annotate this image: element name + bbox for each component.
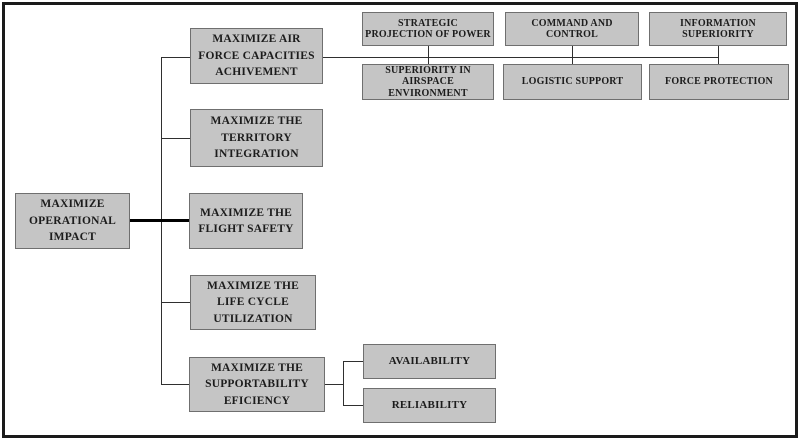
connector-stub-availability [343, 361, 363, 362]
connector-branch-air-force [161, 57, 190, 58]
connector-supportability-out [325, 384, 343, 385]
connector-supportability-split [343, 361, 344, 406]
node-strategic-projection-of-power: STRATEGIC PROJECTION OF POWER [362, 12, 494, 46]
node-logistic-support: LOGISTIC SUPPORT [503, 64, 642, 100]
connector-branch-supportability [161, 384, 189, 385]
node-maximize-air-force-capacities: MAXIMIZE AIR FORCE CAPACITIES ACHIVEMENT [190, 28, 323, 84]
node-information-superiority: INFORMATION SUPERIORITY [649, 12, 787, 46]
node-maximize-supportability-eficiency: MAXIMIZE THE SUPPORTABILITY EFICIENCY [189, 357, 325, 412]
node-superiority-in-airspace: SUPERIORITY IN AIRSPACE ENVIRONMENT [362, 64, 494, 100]
connector-stub-command [572, 46, 573, 64]
connector-branch-territory [161, 138, 190, 139]
node-maximize-flight-safety: MAXIMIZE THE FLIGHT SAFETY [189, 193, 303, 249]
connector-branch-flight-safety [130, 219, 190, 222]
connector-stub-information [718, 46, 719, 64]
node-maximize-operational-impact: MAXIMIZE OPERATIONAL IMPACT [15, 193, 130, 249]
connector-stub-strategic [428, 46, 429, 64]
node-maximize-territory-integration: MAXIMIZE THE TERRITORY INTEGRATION [190, 109, 323, 167]
connector-stub-reliability [343, 405, 363, 406]
node-maximize-life-cycle-utilization: MAXIMIZE THE LIFE CYCLE UTILIZATION [190, 275, 316, 330]
connector-branch-life-cycle [161, 302, 190, 303]
node-command-and-control: COMMAND AND CONTROL [505, 12, 639, 46]
node-reliability: RELIABILITY [363, 388, 496, 423]
node-force-protection: FORCE PROTECTION [649, 64, 789, 100]
node-availability: AVAILABILITY [363, 344, 496, 379]
connector-right-group-main [323, 57, 718, 58]
